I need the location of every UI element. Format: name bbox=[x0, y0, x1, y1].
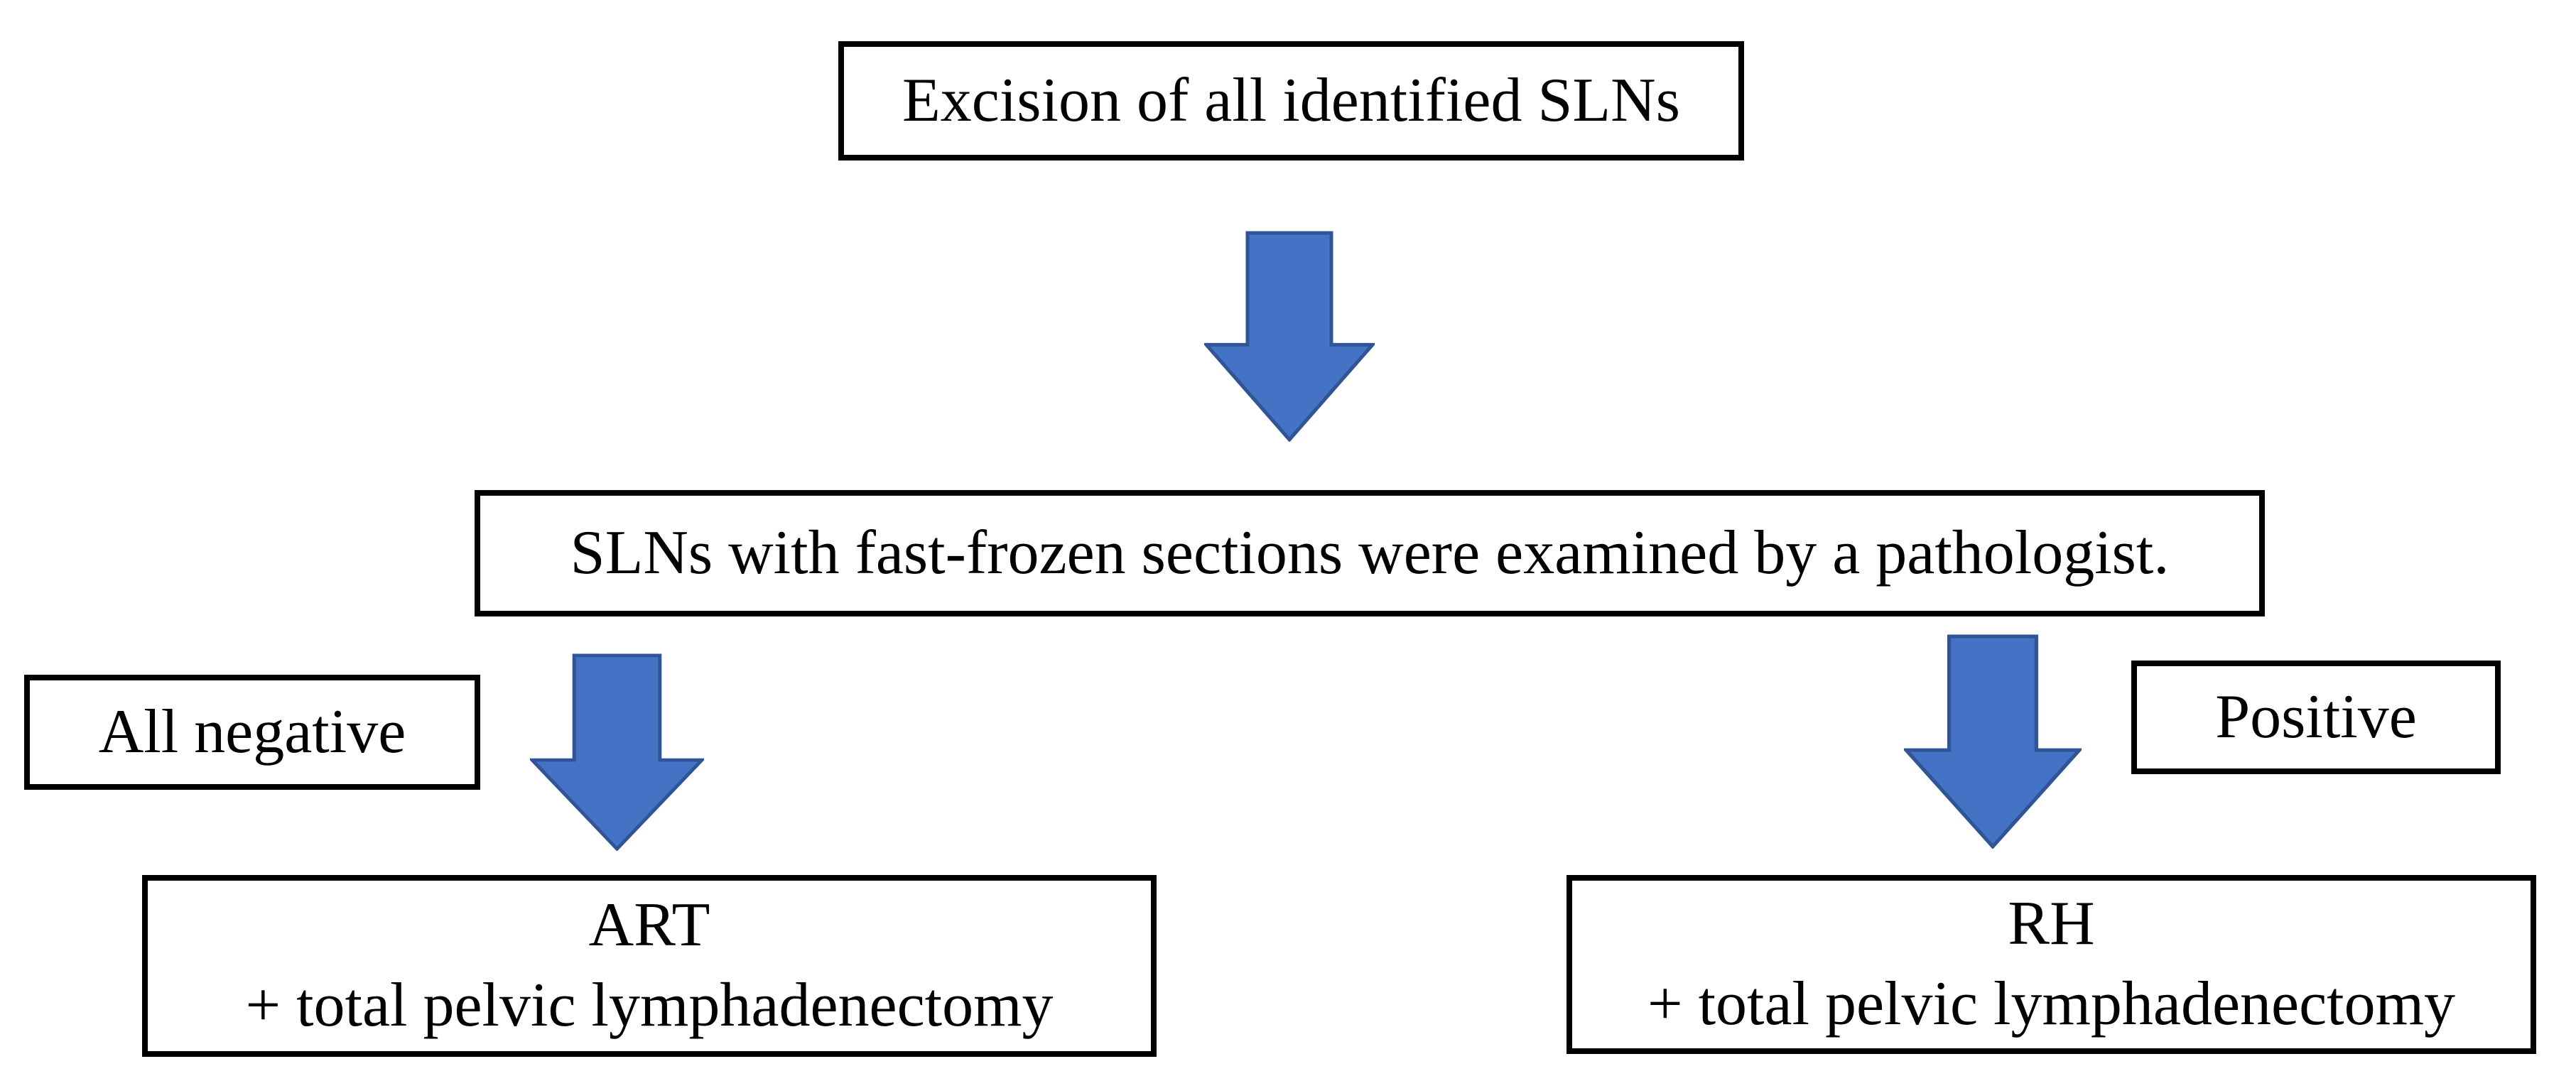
node-excision-label: Excision of all identified SLNs bbox=[902, 65, 1680, 135]
node-rh-outcome: RH + total pelvic lymphadenectomy bbox=[1566, 875, 2536, 1054]
node-frozen-label: SLNs with fast-frozen sections were exam… bbox=[570, 518, 2170, 587]
down-arrow-main bbox=[1204, 231, 1375, 442]
node-excision-of-slns: Excision of all identified SLNs bbox=[838, 41, 1744, 161]
all-negative-text: All negative bbox=[98, 697, 406, 766]
node-positive-label: Positive bbox=[2131, 661, 2501, 774]
art-line2: + total pelvic lymphadenectomy bbox=[245, 971, 1054, 1040]
node-frozen-section-exam: SLNs with fast-frozen sections were exam… bbox=[475, 490, 2265, 616]
rh-line2: + total pelvic lymphadenectomy bbox=[1647, 969, 2456, 1038]
down-arrow-negative-branch bbox=[530, 653, 704, 851]
node-art-outcome: ART + total pelvic lymphadenectomy bbox=[142, 875, 1157, 1057]
positive-text: Positive bbox=[2215, 682, 2417, 751]
art-line1: ART bbox=[588, 891, 710, 960]
rh-line1: RH bbox=[2008, 889, 2095, 959]
node-all-negative-label: All negative bbox=[24, 675, 480, 790]
down-arrow-positive-branch bbox=[1904, 634, 2082, 849]
